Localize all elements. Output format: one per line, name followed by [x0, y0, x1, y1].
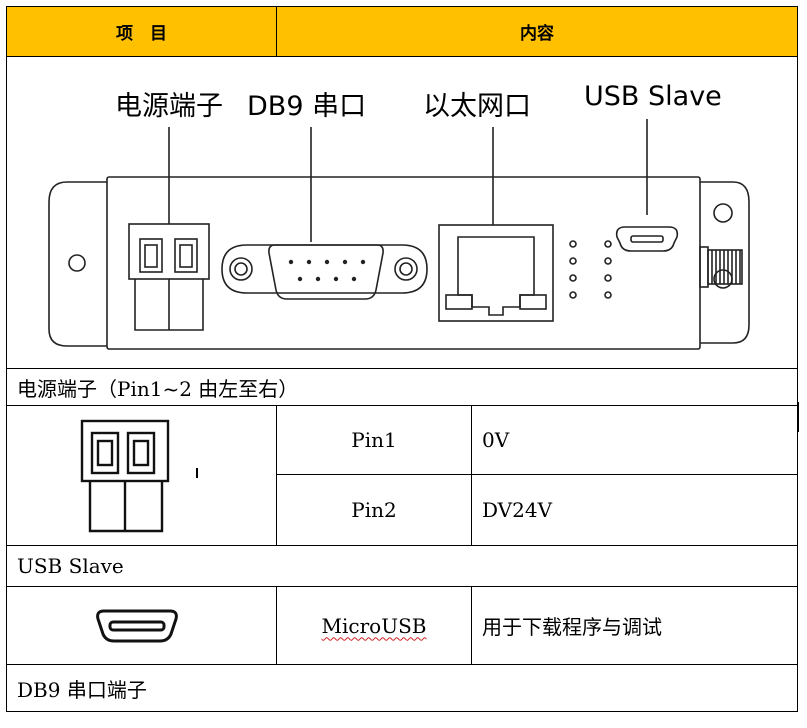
pin2-value: DV24V: [482, 498, 553, 522]
power-section-title: 电源端子（Pin1~2 由左至右）: [17, 376, 299, 401]
micro-usb-icon: [615, 226, 679, 252]
spec-table: 项 目 内容 电源端子 DB9 串口 以太网口 USB Slave: [6, 6, 798, 712]
power-terminal-image-cell: [7, 406, 276, 545]
header-content-label: 内容: [520, 24, 554, 44]
led-indicator-icon: [569, 240, 612, 299]
label-usb-slave: USB Slave: [584, 81, 722, 112]
antenna-connector-icon: [699, 246, 743, 288]
usb-section-title: USB Slave: [17, 554, 124, 578]
device-diagram: [48, 119, 750, 350]
power-terminal-icon: [128, 223, 210, 331]
usb-description: 用于下载程序与调试: [482, 615, 662, 639]
pin1-value: 0V: [482, 428, 510, 452]
rj45-port-icon: [438, 224, 554, 322]
diagram-row: 电源端子 DB9 串口 以太网口 USB Slave: [7, 57, 797, 369]
pin2-label: Pin2: [351, 498, 397, 522]
header-item-cell: 项 目: [7, 7, 276, 56]
header-item-label: 项 目: [116, 24, 167, 44]
label-ethernet-port: 以太网口: [423, 91, 531, 122]
power-terminal-icon: [80, 419, 169, 532]
edge-mark: [797, 402, 799, 432]
label-power-terminal: 电源端子: [115, 91, 223, 122]
usb-image-cell: [7, 587, 276, 664]
power-section-row: 电源端子（Pin1~2 由左至右）: [7, 369, 797, 406]
micro-usb-icon: [95, 609, 178, 642]
usb-section-row: USB Slave: [7, 546, 797, 587]
power-pins-row: Pin1 0V Pin2 DV24V: [7, 406, 797, 546]
header-row: 项 目 内容: [7, 7, 797, 57]
mount-hole-icon: [68, 254, 86, 272]
usb-type-label: MicroUSB: [321, 613, 427, 638]
db9-section-row: DB9 串口端子: [7, 665, 797, 711]
mount-hole-icon: [713, 203, 733, 223]
usb-row: MicroUSB 用于下载程序与调试: [7, 587, 797, 665]
db9-connector-icon: [221, 244, 428, 300]
db9-section-title: DB9 串口端子: [17, 677, 147, 702]
header-content-cell: 内容: [277, 7, 797, 56]
label-db9-port: DB9 串口: [247, 91, 367, 122]
pin1-label: Pin1: [351, 428, 397, 452]
mounting-plate: [48, 181, 107, 347]
